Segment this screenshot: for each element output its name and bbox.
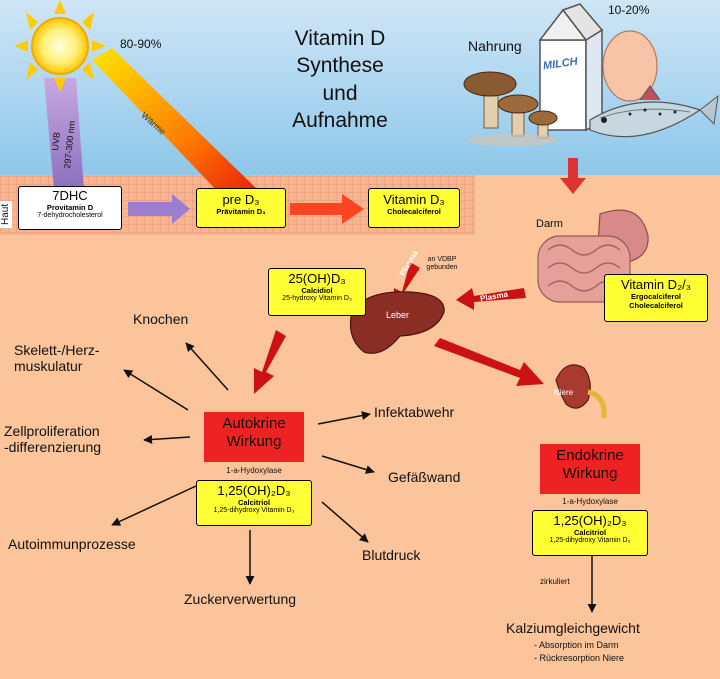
target-zellproliferation: Zellproliferation -differenzierung	[4, 423, 102, 456]
pre-d3-box: pre D₃ Prävitamin D₃	[196, 188, 286, 228]
milk-carton-icon	[538, 3, 604, 132]
arrow-pre-to-vitd3	[290, 194, 364, 224]
endokrine-enzyme: 1-a-Hydoxylase	[562, 497, 618, 506]
endokrine-calcitriol-box: 1,25(OH)₂D₃ Calcitriol 1,25-dihydroxy Vi…	[532, 510, 648, 556]
food-label: Nahrung	[468, 38, 522, 54]
arrow-to-autoimmun	[111, 485, 197, 526]
arrow-to-knochen	[185, 342, 229, 391]
arrow-to-infekt	[317, 411, 371, 425]
kalzium-line1: - Absorption im Darm	[534, 640, 619, 650]
arrow-oh25-to-auto	[254, 330, 286, 394]
vitamin-d23-box: Vitamin D₂/₃ Ergocalciferol Cholecalcife…	[604, 274, 708, 322]
darm-label: Darm	[536, 218, 563, 230]
skin-label: Haut	[0, 200, 12, 228]
uvb-label: UVB	[50, 131, 62, 152]
waerme-ray	[92, 48, 258, 196]
endokrine-wirkung-box: Endokrine Wirkung	[540, 444, 640, 494]
arrow-leber-to-niere	[434, 338, 544, 386]
kalzium-line2: - Rückresorption Niere	[534, 653, 625, 663]
arrow-to-gefass	[321, 455, 375, 474]
vdbp-label: an VDBP gebunden	[426, 256, 458, 272]
arrow-to-blutdruck	[321, 501, 369, 543]
arrow-to-zell	[143, 434, 191, 444]
dhc-box: 7DHC Provitamin D 7-dehydrocholesterol	[18, 186, 122, 230]
target-blutdruck: Blutdruck	[362, 547, 421, 563]
target-zucker: Zuckerverwertung	[184, 591, 297, 607]
leber-label: Leber	[386, 310, 410, 320]
oh25-box: 25(OH)D₃ Calcidiol 25-hydroxy Vitamin D₃	[268, 268, 366, 316]
mushrooms-icon	[463, 71, 558, 146]
target-gefass: Gefäßwand	[388, 469, 461, 485]
page-title: Vitamin D Synthese und Aufnahme	[292, 27, 388, 132]
autokrine-wirkung-box: Autokrine Wirkung	[204, 412, 304, 462]
food-percent: 10-20%	[608, 3, 650, 17]
zirkuliert-label: zirkuliert	[540, 577, 570, 586]
sun-icon	[14, 0, 106, 92]
kalzium-title: Kalziumgleichgewicht	[506, 620, 640, 636]
sun-percent: 80-90%	[120, 37, 162, 51]
kidney-icon	[555, 364, 607, 419]
uvb-ray	[44, 78, 84, 190]
target-knochen: Knochen	[133, 311, 189, 327]
liver-icon	[349, 291, 445, 354]
niere-label: Niere	[554, 388, 574, 397]
plasma-arrow-darm	[456, 288, 526, 310]
target-skelett: Skelett-/Herz- muskulatur	[14, 342, 100, 375]
egg-icon	[602, 30, 658, 102]
arrow-food-to-darm	[560, 158, 586, 194]
arrow-to-skelett	[123, 369, 189, 411]
autokrine-calcitriol-box: 1,25(OH)₂D₃ Calcitriol 1,25-dihydroxy Vi…	[196, 480, 312, 526]
autokrine-enzyme: 1-a-Hydoxylase	[226, 466, 282, 475]
fish-icon	[589, 85, 719, 138]
vitamin-d3-box: Vitamin D₃ Cholecalciferol	[368, 188, 460, 228]
target-infekt: Infektabwehr	[374, 404, 455, 420]
target-autoimmun: Autoimmunprozesse	[8, 536, 136, 552]
arrow-dhc-to-pre	[128, 194, 190, 224]
